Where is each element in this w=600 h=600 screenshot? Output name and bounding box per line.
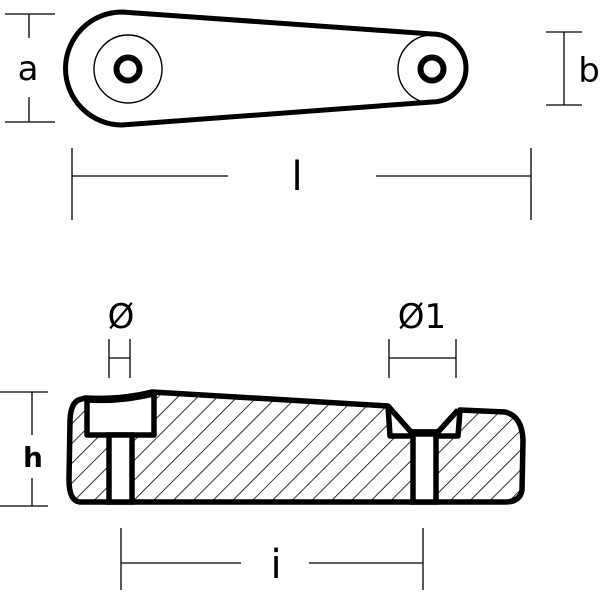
right-hole-counterbore — [397, 34, 467, 104]
dimension-a-label: a — [18, 49, 39, 89]
dimension-l-label: l — [291, 154, 302, 200]
dimension-a: a — [5, 13, 55, 123]
left-hole-bore — [113, 54, 143, 84]
dimension-i-label: i — [270, 542, 281, 588]
right-hole-bore — [417, 54, 447, 84]
left-through-hole — [106, 432, 135, 505]
right-through-hole — [410, 431, 439, 505]
dimension-diameter: Ø — [108, 297, 135, 378]
side-view: h Ø Ø1 i — [0, 297, 526, 590]
dimension-i: i — [120, 528, 424, 590]
left-hole-counterbore — [93, 34, 163, 104]
dimension-diameter-1-label: Ø1 — [398, 297, 446, 337]
dimension-b: b — [546, 31, 600, 106]
plate-outline — [63, 9, 469, 128]
dimension-l: l — [71, 148, 532, 220]
dimension-h: h — [0, 391, 48, 507]
right-hole — [397, 34, 467, 104]
dimension-diameter-1: Ø1 — [388, 297, 457, 378]
dimension-h-label: h — [23, 441, 43, 474]
right-countersink-outline — [385, 405, 463, 439]
right-countersink-top — [385, 404, 461, 435]
dimension-diameter-label: Ø — [108, 297, 135, 337]
dimension-b-label: b — [578, 51, 600, 91]
left-counterbore — [84, 391, 157, 438]
top-view: a b l — [5, 9, 600, 220]
left-hole — [93, 34, 163, 104]
